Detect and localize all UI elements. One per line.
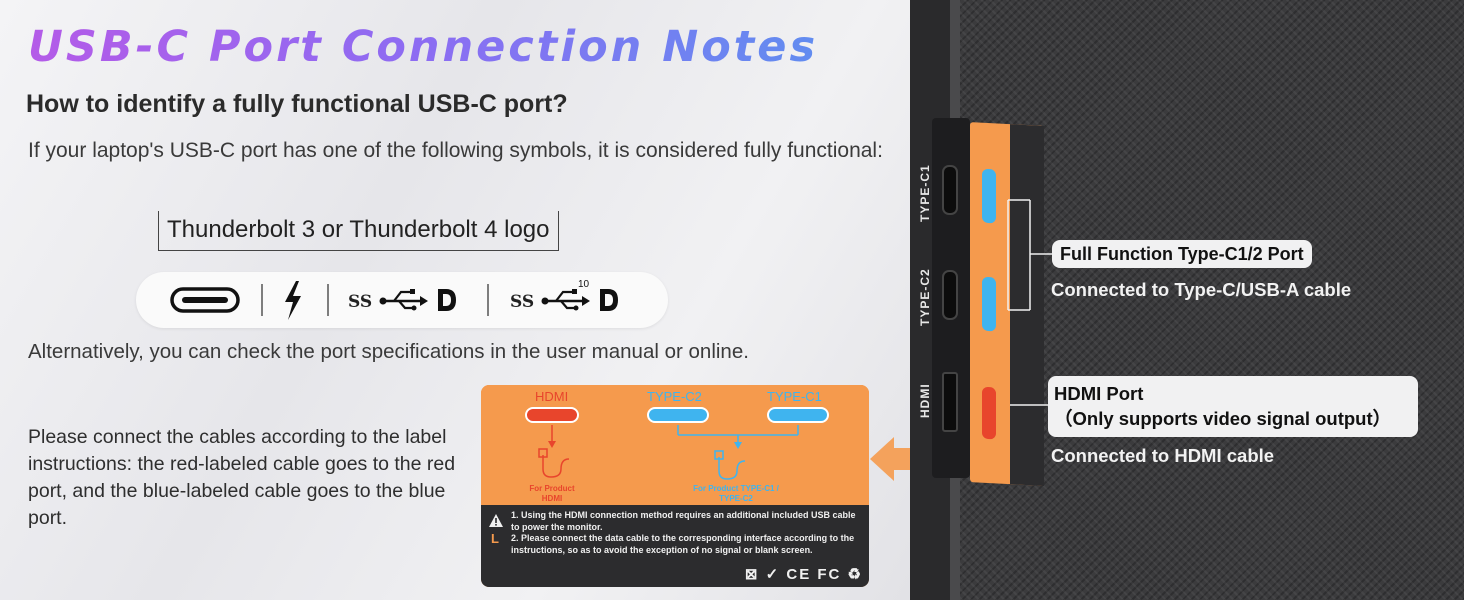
- port-symbol-bar: SS SS 10: [136, 272, 668, 328]
- port-label-typec1: TYPE-C1: [918, 164, 932, 222]
- callout-typec-sub: Connected to Type-C/USB-A cable: [1051, 279, 1352, 300]
- cable-label-card: HDMI TYPE-C2 TYPE-C1 For Product HDMI Fo…: [481, 385, 869, 587]
- label-typec1-text: TYPE-C1: [767, 389, 822, 404]
- sticker-blue-1: [982, 168, 996, 224]
- thunderbolt-icon: [285, 281, 301, 320]
- typec2-socket: [942, 270, 958, 320]
- callout-hdmi-sub: Connected to HDMI cable: [1051, 445, 1275, 466]
- ss-usb10-dp-icon: SS 10: [510, 279, 618, 312]
- label-typec2-text: TYPE-C2: [647, 389, 702, 404]
- svg-text:SS: SS: [348, 292, 372, 312]
- hdmi-socket: [942, 372, 958, 432]
- callout-hdmi-title: HDMI Port: [1054, 383, 1144, 404]
- label-notice: 1. Using the HDMI connection method requ…: [511, 510, 861, 556]
- label-orange-area: [481, 385, 869, 505]
- notice-1: 1. Using the HDMI connection method requ…: [511, 510, 856, 532]
- callout-hdmi-box: HDMI Port （Only supports video signal ou…: [1048, 376, 1418, 437]
- label-notice-area: [481, 505, 869, 587]
- info-panel: USB-C Port Connection Notes How to ident…: [0, 0, 910, 600]
- for-product-hdmi: For Product HDMI: [529, 484, 575, 503]
- usb-c-port-icon: [170, 287, 240, 313]
- cable-instructions: Please connect the cables according to t…: [28, 426, 456, 529]
- callout-hdmi-note: （Only supports video signal output）: [1054, 408, 1392, 429]
- certification-marks: ⊠ ✓ CE FC ♻: [744, 566, 863, 583]
- sticker-red: [982, 386, 996, 440]
- for-product-typec: For Product TYPE-C1 / TYPE-C2: [693, 484, 779, 503]
- question-heading: How to identify a fully functional USB-C…: [26, 90, 568, 118]
- l-mark: L: [491, 531, 499, 546]
- label-diagram: [538, 425, 799, 480]
- callout-typec-title: Full Function Type-C1/2 Port: [1052, 240, 1312, 268]
- notice-2: 2. Please connect the data cable to the …: [511, 533, 855, 555]
- hdmi-port-pill: [525, 407, 579, 423]
- alternative-text: Alternatively, you can check the port sp…: [28, 340, 749, 363]
- svg-text:SS: SS: [510, 292, 534, 312]
- ss-usb-dp-icon: SS: [348, 289, 456, 312]
- typec1-socket: [942, 165, 958, 215]
- monitor-photo-panel: TYPE-C1 TYPE-C2 HDMI Full Function Type-…: [910, 0, 1464, 600]
- thunderbolt-logo-box: Thunderbolt 3 or Thunderbolt 4 logo: [158, 211, 559, 251]
- svg-text:10: 10: [578, 279, 590, 290]
- typec2-port-pill: [647, 407, 709, 423]
- page-title: USB-C Port Connection Notes: [28, 22, 888, 82]
- sticker-blue-2: [982, 276, 996, 332]
- callout-lines: [1007, 199, 1052, 406]
- port-label-typec2: TYPE-C2: [918, 268, 932, 326]
- port-label-hdmi: HDMI: [918, 383, 932, 418]
- warning-icon: [489, 514, 503, 527]
- typec1-port-pill: [767, 407, 829, 423]
- intro-text: If your laptop's USB-C port has one of t…: [28, 139, 883, 162]
- label-hdmi-text: HDMI: [535, 389, 569, 404]
- arrow-left-icon: [870, 437, 910, 481]
